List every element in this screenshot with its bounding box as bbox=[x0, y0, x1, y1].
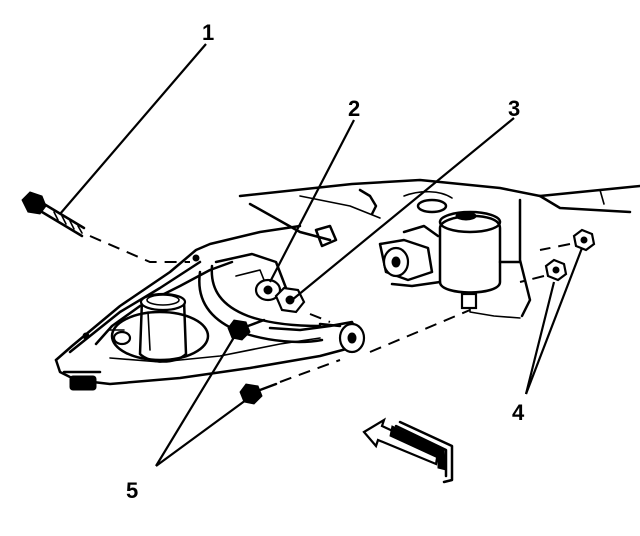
lower-control-arm bbox=[54, 224, 366, 391]
rear-bolt-alignment-line bbox=[369, 309, 471, 353]
leader-5a bbox=[155, 333, 237, 467]
nut-4-alignment-line-lower bbox=[519, 275, 545, 283]
callout-label-2: 2 bbox=[348, 96, 360, 121]
bolt-1-alignment-line bbox=[89, 235, 190, 263]
callout-label-3: 3 bbox=[508, 96, 520, 121]
front-nut bbox=[274, 286, 306, 314]
cam-washer bbox=[254, 278, 282, 302]
leader-4b bbox=[524, 281, 556, 395]
rear-nuts bbox=[544, 228, 596, 282]
leader-5b bbox=[155, 399, 247, 467]
spring-mount bbox=[390, 210, 522, 319]
rear-mounting-bolts bbox=[227, 318, 278, 405]
leader-2 bbox=[269, 119, 355, 283]
callout-label-4: 4 bbox=[512, 400, 525, 425]
nut-3-alignment-line bbox=[309, 313, 331, 323]
leader-4a bbox=[524, 247, 584, 395]
leader-1 bbox=[59, 43, 207, 215]
nut-4-alignment-line-upper bbox=[539, 243, 571, 251]
bolt-5-alignment-line bbox=[279, 359, 341, 383]
rear-bushing-bracket bbox=[314, 224, 440, 282]
callout-label-5: 5 bbox=[126, 478, 138, 503]
callout-label-1: 1 bbox=[202, 20, 214, 45]
arrow-icon bbox=[362, 417, 454, 484]
leader-3 bbox=[291, 117, 515, 301]
front-mounting-bolt bbox=[21, 191, 86, 238]
leader-lines bbox=[59, 43, 584, 467]
